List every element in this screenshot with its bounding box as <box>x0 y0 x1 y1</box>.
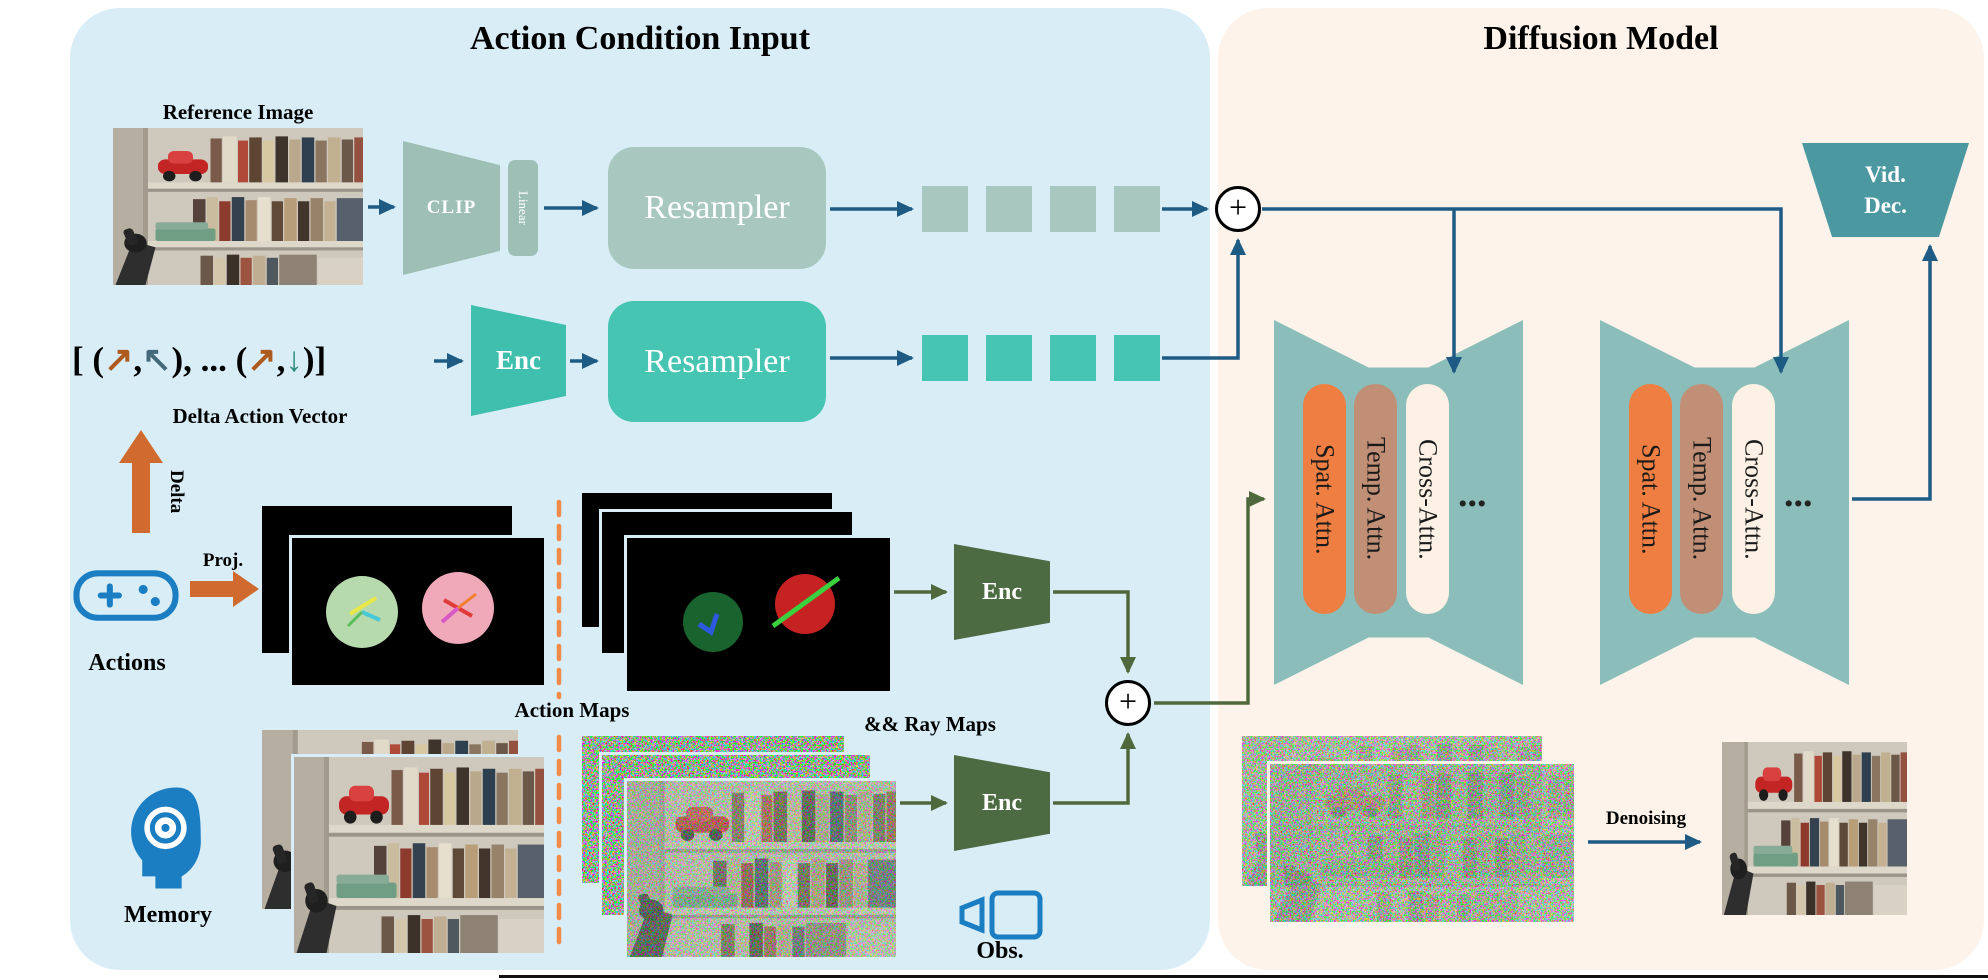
enc-ray-block: Enc <box>954 544 1050 640</box>
delta-vec-middle: ), ... ( <box>171 340 248 379</box>
delta-vec-comma: , <box>133 340 143 379</box>
down-arrow-icon: ↓ <box>285 340 303 379</box>
resampler-top-block: Resampler <box>608 147 826 269</box>
figure-baseline-rule <box>499 975 1988 978</box>
enc-obs-label: Enc <box>981 789 1022 816</box>
memory-label: Memory <box>124 902 212 928</box>
resampler-top-label: Resampler <box>644 189 790 226</box>
diffusion-noisy-image-front <box>1270 764 1574 922</box>
up-left-arrow-icon: ↖ <box>142 340 172 379</box>
delta-vec-comma: , <box>276 340 286 379</box>
image-token <box>1050 186 1096 232</box>
resampler-bottom-block: Resampler <box>608 301 826 422</box>
enc-obs-block: Enc <box>954 755 1050 851</box>
ellipsis-1: ... <box>1458 473 1487 515</box>
temp-attn-pill-1: Temp. Attn. <box>1354 384 1397 614</box>
action-token <box>986 335 1032 381</box>
ellipsis-2: ... <box>1784 473 1813 515</box>
ray-maps-label: && Ray Maps <box>864 712 996 736</box>
observation-photo-front <box>294 757 544 953</box>
obs-label: Obs. <box>976 938 1024 964</box>
spat-attn-label: Spat. Attn. <box>1636 443 1666 555</box>
cross-attn-pill-2: Cross-Attn. <box>1732 384 1775 614</box>
proj-label: Proj. <box>202 550 244 571</box>
spat-attn-label: Spat. Attn. <box>1310 443 1340 555</box>
left-panel-title: Action Condition Input <box>469 20 811 57</box>
enc-ray-label: Enc <box>981 578 1022 605</box>
action-maps-label: Action Maps <box>514 698 630 722</box>
temp-attn-label: Temp. Attn. <box>1687 437 1717 561</box>
delta-vec-close: )] <box>302 340 327 379</box>
up-right-arrow-icon: ↗ <box>247 340 277 379</box>
condition-sum-node: + <box>1215 186 1261 232</box>
cross-attn-label: Cross-Attn. <box>1413 438 1443 560</box>
delta-action-vector-label: Delta Action Vector <box>172 404 348 428</box>
noisy-frame-front <box>627 781 896 957</box>
spat-attn-pill-1: Spat. Attn. <box>1303 384 1346 614</box>
denoising-label: Denoising <box>1605 808 1687 829</box>
camera-icon <box>959 890 1043 940</box>
image-token <box>986 186 1032 232</box>
ray-map-frame-front <box>627 538 890 691</box>
delta-arrow-label: Delta <box>166 470 187 514</box>
action-token <box>1050 335 1096 381</box>
action-map-frame-front <box>292 538 544 685</box>
actions-label: Actions <box>88 650 166 676</box>
clip-label: CLIP <box>426 197 477 218</box>
right-panel-title: Diffusion Model <box>1483 20 1719 57</box>
resampler-bottom-label: Resampler <box>644 342 790 380</box>
latent-sum-node: + <box>1105 680 1151 726</box>
vid-dec-label-line2: Dec. <box>1864 193 1907 218</box>
vid-dec-label-line1: Vid. <box>1865 161 1906 187</box>
gamepad-icon <box>73 570 179 621</box>
reference-image-label: Reference Image <box>162 100 314 124</box>
clip-encoder-block: CLIP <box>403 141 500 275</box>
action-token <box>1114 335 1160 381</box>
delta-action-vector-expression: [ (↗,↖), ... (↗,↓)] <box>72 330 452 390</box>
linear-label: Linear <box>516 191 531 225</box>
action-token <box>922 335 968 381</box>
spat-attn-pill-2: Spat. Attn. <box>1629 384 1672 614</box>
reference-image <box>113 128 363 285</box>
temp-attn-label: Temp. Attn. <box>1361 437 1391 561</box>
denoised-image <box>1722 742 1907 915</box>
image-token <box>1114 186 1160 232</box>
cross-attn-label: Cross-Attn. <box>1739 438 1769 560</box>
up-right-arrow-icon: ↗ <box>104 340 134 379</box>
memory-head-icon <box>131 787 201 889</box>
image-token <box>922 186 968 232</box>
enc-action-block: Enc <box>471 305 566 416</box>
cross-attn-pill-1: Cross-Attn. <box>1406 384 1449 614</box>
linear-block: Linear <box>508 160 538 256</box>
temp-attn-pill-2: Temp. Attn. <box>1680 384 1723 614</box>
delta-vec-open: [ ( <box>72 340 105 379</box>
enc-action-label: Enc <box>495 345 541 375</box>
vid-dec-block: Vid. Dec. <box>1802 143 1969 237</box>
